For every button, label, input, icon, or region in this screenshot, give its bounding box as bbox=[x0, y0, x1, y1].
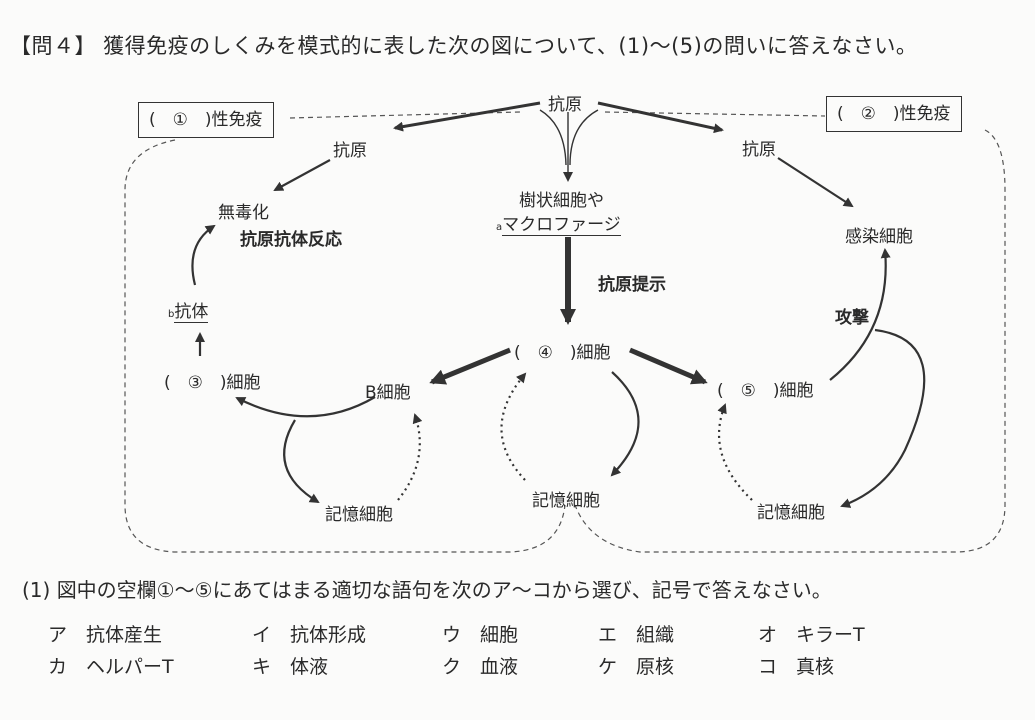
cell-blank-5: ( ⑤ )細胞 bbox=[717, 381, 814, 401]
choice-e: エ 組織 bbox=[598, 620, 674, 647]
choice-ka: カ ヘルパーT bbox=[48, 652, 174, 679]
infected-cell-label: 感染細胞 bbox=[845, 227, 913, 247]
choice-mark: ク bbox=[442, 656, 462, 678]
choice-ku: ク 血液 bbox=[442, 652, 518, 679]
choice-ki: キ 体液 bbox=[252, 652, 328, 679]
choice-o: オ キラーT bbox=[758, 620, 865, 647]
choice-text: 組織 bbox=[636, 624, 675, 646]
memory-cell-right: 記憶細胞 bbox=[757, 503, 825, 523]
box-blank-2: ( ② )性免疫 bbox=[826, 96, 962, 132]
question-1: (1) 図中の空欄①～⑤にあてはまる適切な語句を次のア～コから選び、記号で答えな… bbox=[22, 578, 832, 602]
attack-label: 攻撃 bbox=[835, 308, 869, 328]
helper-to-memory-arrow bbox=[610, 371, 640, 477]
memory-to-b-cell-arrow bbox=[397, 413, 423, 501]
choice-a: ア 抗体産生 bbox=[48, 620, 162, 647]
choice-mark: オ bbox=[758, 624, 778, 646]
antigen-antibody-reaction-label: 抗原抗体反応 bbox=[240, 230, 342, 250]
macrophage-marker: a bbox=[496, 222, 503, 233]
neutralization-label: 無毒化 bbox=[218, 203, 269, 223]
antibody-marker: b bbox=[168, 309, 175, 320]
helper-to-b-cell-arrow bbox=[429, 347, 511, 385]
antigen-right: 抗原 bbox=[742, 140, 776, 160]
humoral-arrows bbox=[191, 159, 376, 504]
choice-text: ヘルパーT bbox=[86, 656, 174, 678]
choice-mark: ウ bbox=[442, 624, 462, 646]
choice-mark: カ bbox=[48, 656, 68, 678]
choice-mark: ア bbox=[48, 624, 68, 646]
antigen-to-macrophage-arrows bbox=[539, 109, 599, 182]
antigen-top: 抗原 bbox=[548, 95, 582, 115]
cell-blank-4: ( ④ )細胞 bbox=[514, 343, 611, 363]
question-title: 【問４】 獲得免疫のしくみを模式的に表した次の図について、(1)～(5)の問いに… bbox=[10, 34, 918, 58]
choice-ko: コ 真核 bbox=[758, 652, 834, 679]
memory-to-helper-arrow bbox=[500, 372, 527, 481]
choice-text: 抗体産生 bbox=[86, 624, 163, 646]
choice-text: 体液 bbox=[290, 656, 329, 678]
choice-mark: キ bbox=[252, 656, 272, 678]
memory-cell-center: 記憶細胞 bbox=[532, 491, 600, 511]
macrophage-text: マクロファージ bbox=[502, 215, 621, 236]
helper-to-killer-arrow bbox=[629, 347, 708, 385]
cellular-arrows bbox=[777, 157, 926, 508]
cell-blank-3: ( ③ )細胞 bbox=[164, 373, 261, 393]
humoral-region-outline bbox=[124, 111, 566, 553]
choice-u: ウ 細胞 bbox=[442, 620, 518, 647]
choice-text: 抗体形成 bbox=[290, 624, 367, 646]
choice-i: イ 抗体形成 bbox=[252, 620, 366, 647]
antigen-presentation-label: 抗原提示 bbox=[598, 275, 666, 295]
antibody-label: b抗体 bbox=[168, 297, 209, 323]
antibody-text: 抗体 bbox=[174, 302, 209, 323]
choice-ke: ケ 原核 bbox=[598, 652, 674, 679]
memory-cell-left: 記憶細胞 bbox=[325, 505, 393, 525]
choice-mark: コ bbox=[758, 656, 778, 678]
macrophage-label: aマクロファージ bbox=[496, 210, 621, 236]
choice-text: 原核 bbox=[636, 656, 675, 678]
cellular-region-outline bbox=[574, 111, 1006, 553]
choice-text: 血液 bbox=[480, 656, 519, 678]
b-cell-label: B細胞 bbox=[365, 383, 411, 403]
choice-text: キラーT bbox=[796, 624, 865, 646]
choice-text: 細胞 bbox=[480, 624, 519, 646]
antigen-arrows bbox=[393, 101, 724, 134]
box-blank-1: ( ① )性免疫 bbox=[138, 102, 274, 138]
choice-mark: エ bbox=[598, 624, 618, 646]
choice-text: 真核 bbox=[796, 656, 835, 678]
choice-mark: イ bbox=[252, 624, 272, 646]
dendritic-cell-label: 樹状細胞や bbox=[519, 191, 604, 211]
antigen-left: 抗原 bbox=[333, 141, 367, 161]
choice-mark: ケ bbox=[598, 656, 618, 678]
memory-to-killer-arrow bbox=[717, 403, 753, 501]
